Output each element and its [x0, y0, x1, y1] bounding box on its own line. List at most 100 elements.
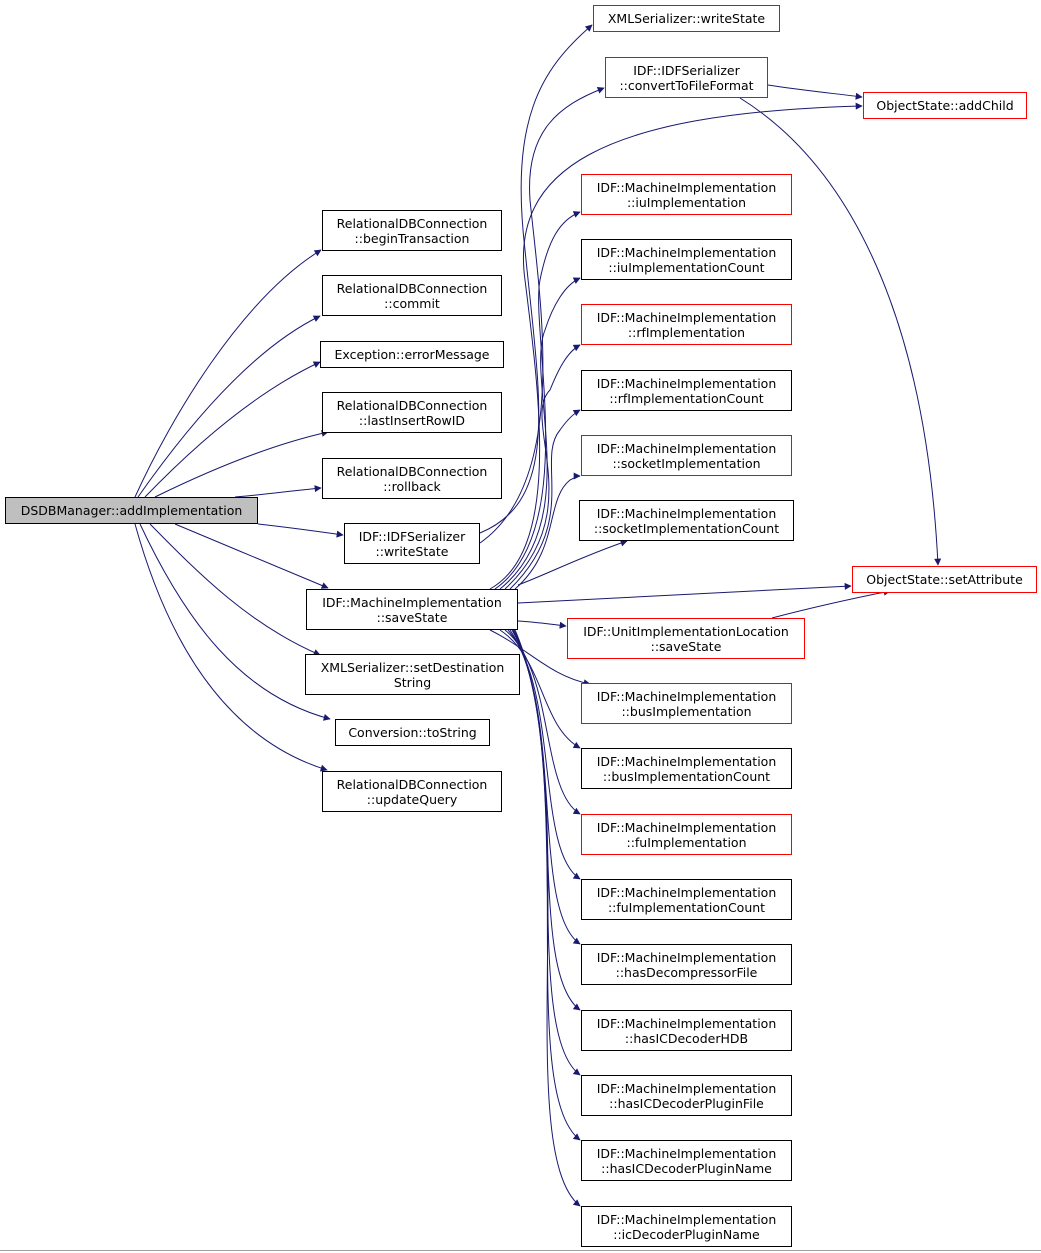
edge-miSaveState-to-busImplCount [499, 629, 581, 749]
node-relationaldbconnection-updatequery[interactable]: RelationalDBConnection ::updateQuery [322, 771, 502, 812]
node-machineimplementation-rfimplementationcount[interactable]: IDF::MachineImplementation ::rfImplement… [581, 370, 792, 411]
node-machineimplementation-icdecoderpluginname[interactable]: IDF::MachineImplementation ::icDecoderPl… [581, 1206, 792, 1247]
node-label-line-1: DSDBManager::addImplementation [20, 503, 243, 518]
node-label-line-1: IDF::MachineImplementation [596, 1080, 777, 1096]
node-idfserializer-writestate[interactable]: IDF::IDFSerializer ::writeState [344, 523, 480, 564]
node-label-line-1: IDF::IDFSerializer [358, 528, 466, 544]
node-label-line-2: ::lastInsertRowID [358, 412, 466, 428]
edge-miSaveState-to-socketImplCount [517, 539, 628, 586]
node-label-line-2: ::socketImplementation [612, 455, 761, 471]
node-label-line-2: ::hasICDecoderPluginFile [609, 1095, 764, 1111]
node-label-line-2: ::beginTransaction [354, 230, 470, 246]
node-label-line-1: IDF::MachineImplementation [596, 505, 777, 521]
edge-idfWriteState-to-convertToFile [479, 87, 605, 544]
node-label-line-2: ::updateQuery [366, 791, 458, 807]
node-label-line-2: ::fuImplementationCount [607, 899, 766, 915]
edge-miSaveState-to-addChild [489, 102, 863, 590]
edge-addImpl-to-idfWriteState [257, 523, 344, 538]
edge-idfWriteState-to-xmlWriteState [479, 24, 593, 534]
node-label-line-2: ::convertToFileFormat [619, 77, 754, 93]
node-xmlserializer-writestate[interactable]: XMLSerializer::writeState [593, 5, 780, 32]
node-label-line-1: IDF::MachineImplementation [596, 949, 777, 965]
node-label-line-2: ::hasICDecoderHDB [624, 1030, 749, 1046]
node-label-line-1: Conversion::toString [348, 725, 477, 740]
node-label-line-1: IDF::MachineImplementation [596, 179, 777, 195]
node-machineimplementation-fuimplementationcount[interactable]: IDF::MachineImplementation ::fuImplement… [581, 879, 792, 920]
edge-addImpl-to-toString [139, 523, 331, 721]
node-machineimplementation-rfimplementation[interactable]: IDF::MachineImplementation ::rfImplement… [581, 304, 792, 345]
node-objectstate-setattribute[interactable]: ObjectState::setAttribute [852, 566, 1037, 593]
node-dsdbmanager-addimplementation: DSDBManager::addImplementation [5, 497, 258, 524]
node-label-line-1: IDF::MachineImplementation [596, 884, 777, 900]
node-machineimplementation-savestate[interactable]: IDF::MachineImplementation ::saveState [306, 589, 518, 630]
node-label-line-2: ::rfImplementation [627, 324, 746, 340]
edge-miSaveState-to-iuImplCount [499, 277, 581, 590]
node-machineimplementation-busimplementationcount[interactable]: IDF::MachineImplementation ::busImplemen… [581, 748, 792, 789]
node-label-line-2: ::fuImplementation [626, 834, 747, 850]
edge-miSaveState-to-iuImpl [494, 211, 581, 590]
edge-addImpl-to-rollback [234, 485, 322, 498]
node-machineimplementation-iuimplementationcount[interactable]: IDF::MachineImplementation ::iuImplement… [581, 239, 792, 280]
node-label-line-1: IDF::UnitImplementationLocation [583, 623, 789, 639]
edge-miSaveState-to-setAttr [517, 582, 852, 604]
node-label-line-2: ::commit [384, 295, 440, 311]
node-label-line-2: ::saveState [376, 609, 448, 625]
node-xmlserializer-setdestinationstring[interactable]: XMLSerializer::setDestination String [305, 654, 520, 695]
edge-addImpl-to-commit [137, 315, 321, 498]
node-label-line-2: ::writeState [375, 543, 449, 559]
edge-uilSaveState-to-setAttr [771, 588, 891, 619]
edge-addImpl-to-updateQuery [134, 523, 328, 772]
node-relationaldbconnection-commit[interactable]: RelationalDBConnection ::commit [322, 275, 502, 316]
node-machineimplementation-fuimplementation[interactable]: IDF::MachineImplementation ::fuImplement… [581, 814, 792, 855]
node-label-line-2: ::iuImplementationCount [608, 259, 765, 275]
node-label-line-2: ::saveState [650, 638, 722, 654]
node-label-line-2: ::hasDecompressorFile [615, 964, 758, 980]
node-label-line-2: ::hasICDecoderPluginName [601, 1160, 772, 1176]
node-machineimplementation-hasicdecoderpluginname[interactable]: IDF::MachineImplementation ::hasICDecode… [581, 1140, 792, 1181]
edge-addImpl-to-errorMsg [144, 361, 321, 498]
node-label-line-1: IDF::MachineImplementation [322, 594, 502, 610]
node-label-line-2: ::busImplementationCount [602, 768, 771, 784]
node-machineimplementation-hasdecompressorfile[interactable]: IDF::MachineImplementation ::hasDecompre… [581, 944, 792, 985]
edge-addImpl-to-setDest [149, 523, 321, 656]
node-label-line-1: IDF::MachineImplementation [596, 375, 777, 391]
node-label-line-2: ::rfImplementationCount [609, 390, 764, 406]
node-machineimplementation-iuimplementation[interactable]: IDF::MachineImplementation ::iuImplement… [581, 174, 792, 215]
node-label-line-1: RelationalDBConnection [336, 776, 488, 792]
node-relationaldbconnection-lastinsertrowid[interactable]: RelationalDBConnection ::lastInsertRowID [322, 392, 502, 433]
edge-miSaveState-to-rfImpl [504, 344, 581, 590]
node-label-line-1: IDF::MachineImplementation [596, 1015, 777, 1031]
node-relationaldbconnection-rollback[interactable]: RelationalDBConnection ::rollback [322, 458, 502, 499]
node-machineimplementation-hasicdecoderpluginfile[interactable]: IDF::MachineImplementation ::hasICDecode… [581, 1075, 792, 1116]
node-relationaldbconnection-begintransaction[interactable]: RelationalDBConnection ::beginTransactio… [322, 210, 502, 251]
node-label-line-1: RelationalDBConnection [336, 463, 488, 479]
node-label-line-1: Exception::errorMessage [334, 347, 490, 362]
edge-miSaveState-to-rfImplCount [509, 409, 581, 590]
node-machineimplementation-hasicdecoderhdb[interactable]: IDF::MachineImplementation ::hasICDecode… [581, 1010, 792, 1051]
node-label-line-1: ObjectState::setAttribute [866, 572, 1023, 587]
node-label-line-1: RelationalDBConnection [336, 397, 488, 413]
node-label-line-1: IDF::MachineImplementation [596, 753, 777, 769]
node-conversion-tostring[interactable]: Conversion::toString [335, 719, 490, 746]
node-label-line-1: IDF::MachineImplementation [596, 1211, 777, 1227]
bottom-divider [0, 1250, 1041, 1251]
edge-miSaveState-to-icPluginName [514, 629, 581, 1207]
node-unitimplementationlocation-savestate[interactable]: IDF::UnitImplementationLocation ::saveSt… [567, 618, 805, 659]
node-label-line-1: IDF::MachineImplementation [596, 1145, 777, 1161]
node-label-line-2: ::iuImplementation [626, 194, 747, 210]
node-idfserializer-converttofileformat[interactable]: IDF::IDFSerializer ::convertToFileFormat [605, 57, 768, 98]
node-label-line-1: XMLSerializer::writeState [607, 11, 766, 26]
node-machineimplementation-busimplementation[interactable]: IDF::MachineImplementation ::busImplemen… [581, 683, 792, 724]
node-exception-errormessage[interactable]: Exception::errorMessage [320, 341, 504, 368]
edge-miSaveState-to-busImpl [489, 629, 591, 687]
node-objectstate-addchild[interactable]: ObjectState::addChild [863, 92, 1027, 119]
node-label-line-2: String [393, 674, 432, 690]
node-label-line-1: IDF::MachineImplementation [596, 309, 777, 325]
edge-addImpl-to-beginTx [134, 249, 322, 498]
node-machineimplementation-socketimplementationcount[interactable]: IDF::MachineImplementation ::socketImple… [579, 500, 794, 541]
node-label-line-2: ::rollback [383, 478, 441, 494]
node-machineimplementation-socketimplementation[interactable]: IDF::MachineImplementation ::socketImple… [581, 435, 792, 476]
edge-addImpl-to-miSaveState [174, 523, 329, 589]
node-label-line-1: IDF::MachineImplementation [596, 244, 777, 260]
